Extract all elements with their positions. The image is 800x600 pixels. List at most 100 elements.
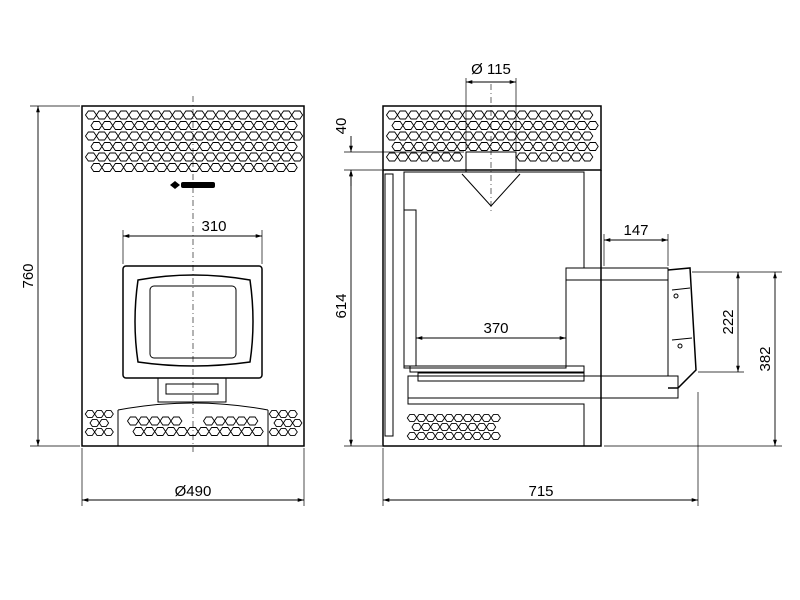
grill-hex (160, 131, 173, 141)
grill-hex (456, 142, 469, 151)
firebox-outline (403, 171, 585, 369)
grill-hex (264, 121, 277, 130)
grill-hex (133, 121, 146, 130)
grill-hex (385, 152, 399, 162)
grill-hex (559, 131, 572, 141)
grill-hex (467, 142, 480, 151)
grill-hex (453, 432, 464, 440)
grill-hex (258, 110, 271, 120)
grill-hex (128, 110, 141, 120)
grill-hex (416, 414, 427, 422)
grill-hex (476, 423, 487, 431)
grill-hex (139, 110, 152, 120)
grill-hex (220, 142, 233, 151)
grill-hex (478, 142, 491, 151)
grill-hex (171, 131, 184, 141)
grill-hex (219, 427, 232, 436)
grill-hex (198, 163, 211, 172)
grill-hex (144, 121, 157, 130)
grill-hex (440, 110, 453, 120)
grill-hex (166, 142, 179, 151)
grill-hex (94, 410, 105, 418)
grill-hex (532, 142, 545, 151)
grill-hex (160, 110, 173, 120)
grill-hex (198, 142, 211, 151)
grill-hex (570, 152, 583, 162)
grill-hex (537, 110, 550, 120)
grill-hex (128, 152, 141, 162)
grill-hex (159, 416, 172, 426)
grill-hex (95, 131, 108, 141)
grill-hex (565, 121, 578, 130)
grill-hex (516, 131, 529, 141)
grill-hex (461, 110, 474, 120)
grill-hex (132, 427, 145, 436)
grill-hex (280, 152, 293, 162)
grill-hex (220, 121, 233, 130)
grill-hex (548, 152, 561, 162)
grill-hex (402, 142, 415, 151)
grill-hex (481, 414, 492, 422)
grill-hex (101, 142, 114, 151)
grill-hex (516, 110, 529, 120)
grill-hex (122, 163, 135, 172)
grill-hex (247, 152, 260, 162)
grill-hex (406, 432, 418, 440)
grill-hex (396, 131, 409, 141)
grill-hex (126, 416, 140, 426)
grill-hex (287, 410, 298, 418)
grill-hex (139, 131, 152, 141)
door-height-label: 222 (720, 309, 737, 334)
side-depth-label: 715 (528, 483, 553, 500)
front-ash-drawer (157, 377, 227, 403)
grill-hex (402, 121, 415, 130)
grill-hex (548, 131, 561, 141)
grill-hex (494, 131, 507, 141)
grill-hex (106, 131, 119, 141)
grill-hex (462, 414, 474, 422)
door-base-height-label: 382 (757, 346, 774, 371)
grill-hex (144, 142, 157, 151)
grill-hex (170, 416, 183, 426)
grill-hex (505, 110, 518, 120)
grill-hex (150, 110, 163, 120)
grill-hex (575, 142, 588, 151)
grill-hex (155, 142, 168, 151)
grill-hex (258, 152, 271, 162)
front-view: Ø490 760 310 (20, 96, 305, 506)
grill-hex (117, 110, 130, 120)
grill-hex (224, 416, 237, 426)
grill-hex (166, 121, 179, 130)
grill-hex (445, 121, 458, 130)
grill-hex (521, 121, 534, 130)
front-bottom-grill-right (268, 410, 303, 436)
grill-hex (143, 427, 156, 436)
grill-hex (253, 121, 266, 130)
grill-hex (554, 121, 567, 130)
grill-hex (242, 121, 255, 130)
grill-hex (182, 110, 195, 120)
grill-hex (103, 410, 114, 418)
grill-hex (280, 131, 293, 141)
grill-hex (581, 110, 594, 120)
grill-hex (117, 131, 130, 141)
grill-hex (204, 152, 217, 162)
grill-hex (204, 110, 217, 120)
grill-hex (548, 110, 561, 120)
grill-hex (420, 423, 432, 431)
grill-hex (117, 152, 130, 162)
side-top-band (382, 105, 602, 171)
grill-hex (472, 131, 485, 141)
grill-hex (208, 427, 221, 436)
grill-hex (101, 121, 114, 130)
grill-hex (471, 432, 483, 440)
feed-tunnel (584, 267, 669, 376)
grill-hex (171, 152, 184, 162)
grill-hex (453, 414, 464, 422)
grill-hex (226, 131, 239, 141)
grill-hex (543, 121, 556, 130)
grill-hex (456, 121, 469, 130)
grill-hex (89, 419, 100, 427)
grill-hex (439, 423, 450, 431)
grill-hex (416, 432, 427, 440)
